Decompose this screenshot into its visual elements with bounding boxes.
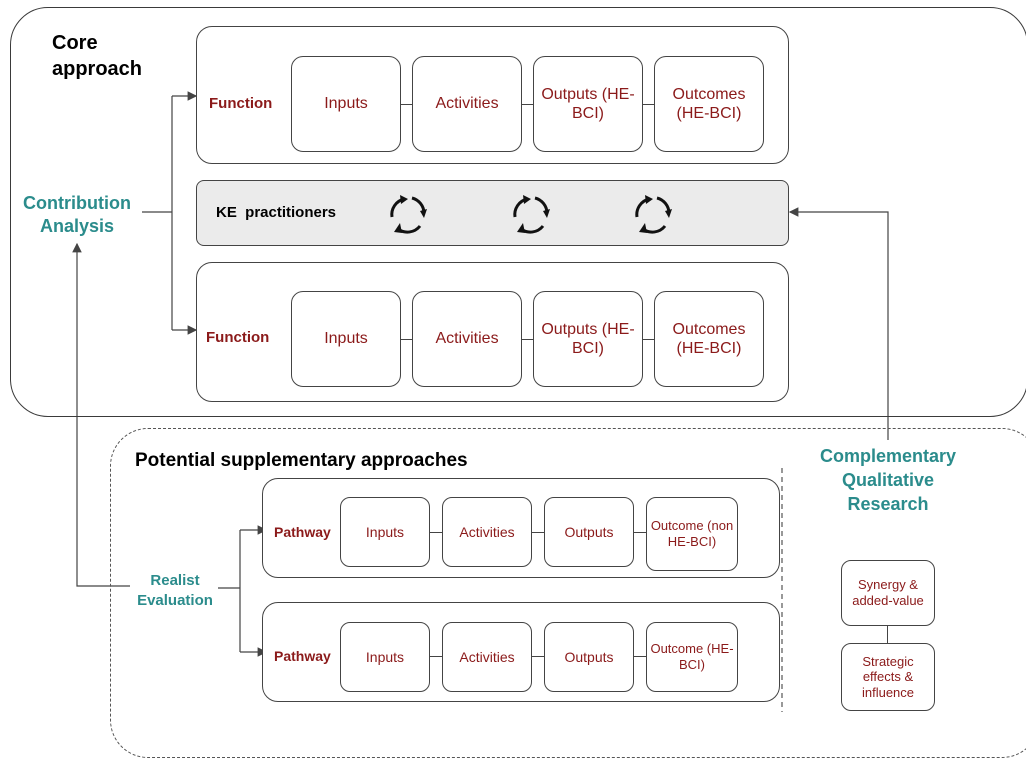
complementary-research-label: Complementary Qualitative Research xyxy=(819,446,957,514)
function-1-inputs-box: Inputs xyxy=(291,56,401,152)
function-label-2: Function xyxy=(206,329,270,346)
core-approach-title: Core approach xyxy=(52,32,143,80)
function-2-outcomes-box: Outcomes (HE-BCI) xyxy=(654,291,764,387)
function-2-connector xyxy=(396,339,658,341)
function-1-connector xyxy=(396,104,658,106)
pathway-1-outputs-box: Outputs xyxy=(544,497,634,567)
pathway-2-outcome-box: Outcome (HE-BCI) xyxy=(646,622,738,692)
contribution-analysis-label: Contribution Analysis xyxy=(23,193,131,236)
pathway-1-inputs-box: Inputs xyxy=(340,497,430,567)
function-2-activities-box: Activities xyxy=(412,291,522,387)
synergy-added-value-box: Synergy & added-value xyxy=(841,560,935,626)
pathway-1-connector xyxy=(420,532,660,534)
function-2-inputs-box: Inputs xyxy=(291,291,401,387)
pathway-2-connector xyxy=(420,656,660,658)
pathway-1-outcome-box: Outcome (non HE-BCI) xyxy=(646,497,738,571)
function-label-1: Function xyxy=(209,95,273,112)
function-1-outputs-box: Outputs (HE-BCI) xyxy=(533,56,643,152)
cycle-arrows-icon xyxy=(635,195,672,234)
pathway-2-activities-box: Activities xyxy=(442,622,532,692)
realist-evaluation-label: Realist Evaluation xyxy=(137,572,213,609)
cycle-arrows-icon xyxy=(390,195,427,234)
pathway-label-1: Pathway xyxy=(274,524,331,540)
pathway-2-outputs-box: Outputs xyxy=(544,622,634,692)
ke-practitioners-label: KE practitioners xyxy=(216,204,337,221)
cycle-arrows-icon xyxy=(513,195,550,234)
function-1-activities-box: Activities xyxy=(412,56,522,152)
strategic-effects-box: Strategic effects & influence xyxy=(841,643,935,711)
ke-practitioners-bar xyxy=(196,180,789,246)
pathway-2-inputs-box: Inputs xyxy=(340,622,430,692)
core-approach-region xyxy=(10,7,1026,417)
function-2-outputs-box: Outputs (HE-BCI) xyxy=(533,291,643,387)
function-1-outcomes-box: Outcomes (HE-BCI) xyxy=(654,56,764,152)
supplementary-approaches-title: Potential supplementary approaches xyxy=(135,450,468,471)
complementary-connector xyxy=(887,620,889,650)
pathway-1-activities-box: Activities xyxy=(442,497,532,567)
pathway-label-2: Pathway xyxy=(274,648,331,664)
